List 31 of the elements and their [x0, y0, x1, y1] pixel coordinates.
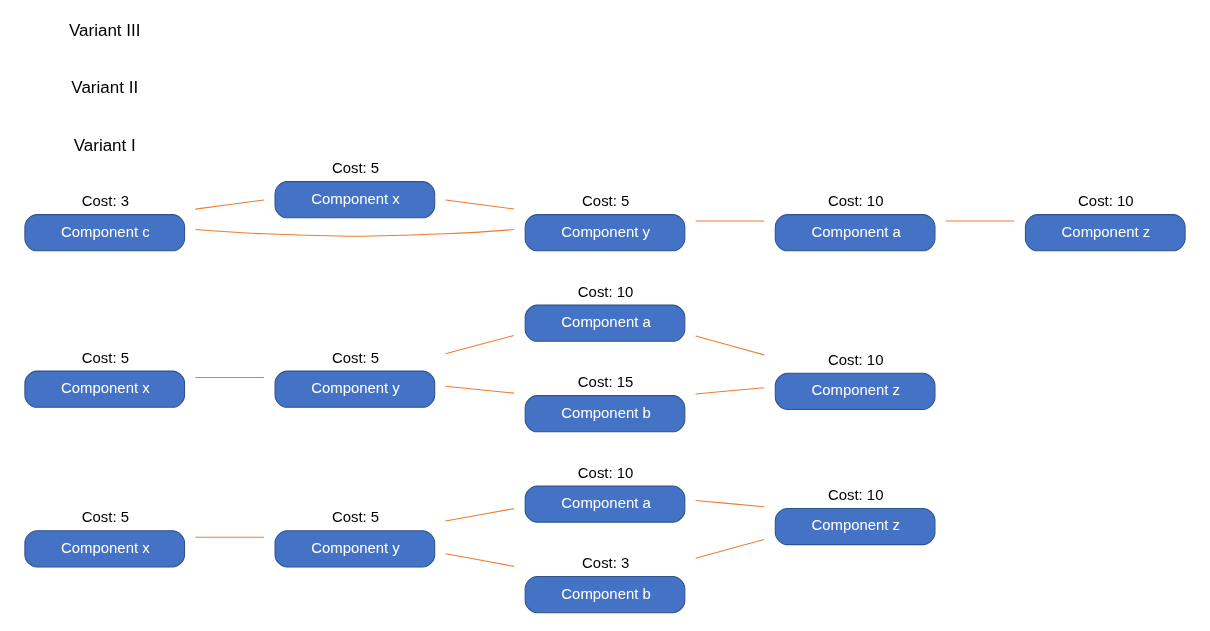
- node-label: Cost: 5: [331, 349, 380, 366]
- node-label: Cost: 10: [827, 193, 884, 210]
- connector: [695, 538, 765, 559]
- node-label: Cost: 5: [331, 160, 380, 177]
- node-label: Cost: 5: [81, 509, 130, 526]
- connector: [194, 536, 265, 538]
- connector: [194, 376, 265, 379]
- node-label: Cost: 10: [827, 487, 884, 504]
- node-label: Cost: 10: [577, 283, 634, 300]
- node-label: Cost: 10: [577, 464, 634, 481]
- connector: [444, 508, 515, 522]
- node-label: Cost: 3: [81, 193, 130, 210]
- node-label: Cost: 5: [582, 193, 630, 210]
- connector: [194, 229, 515, 237]
- node-label: Cost: 5: [81, 349, 130, 366]
- node-label: Cost: 3: [582, 555, 630, 572]
- connector: [444, 553, 515, 567]
- connector: [444, 385, 515, 394]
- node-label: Cost: 15: [577, 374, 634, 391]
- connector: [444, 199, 515, 210]
- label: Variant II: [71, 78, 139, 98]
- connector: [194, 199, 265, 210]
- label: Variant I: [73, 135, 136, 155]
- node-label: Cost: 5: [331, 509, 380, 526]
- node-label: Cost: 10: [827, 351, 884, 368]
- connector: [695, 335, 765, 356]
- connector: [695, 387, 765, 395]
- node-label: Cost: 10: [1078, 193, 1134, 210]
- connector: [444, 334, 515, 355]
- label: Variant III: [68, 20, 141, 40]
- connector: [695, 500, 765, 508]
